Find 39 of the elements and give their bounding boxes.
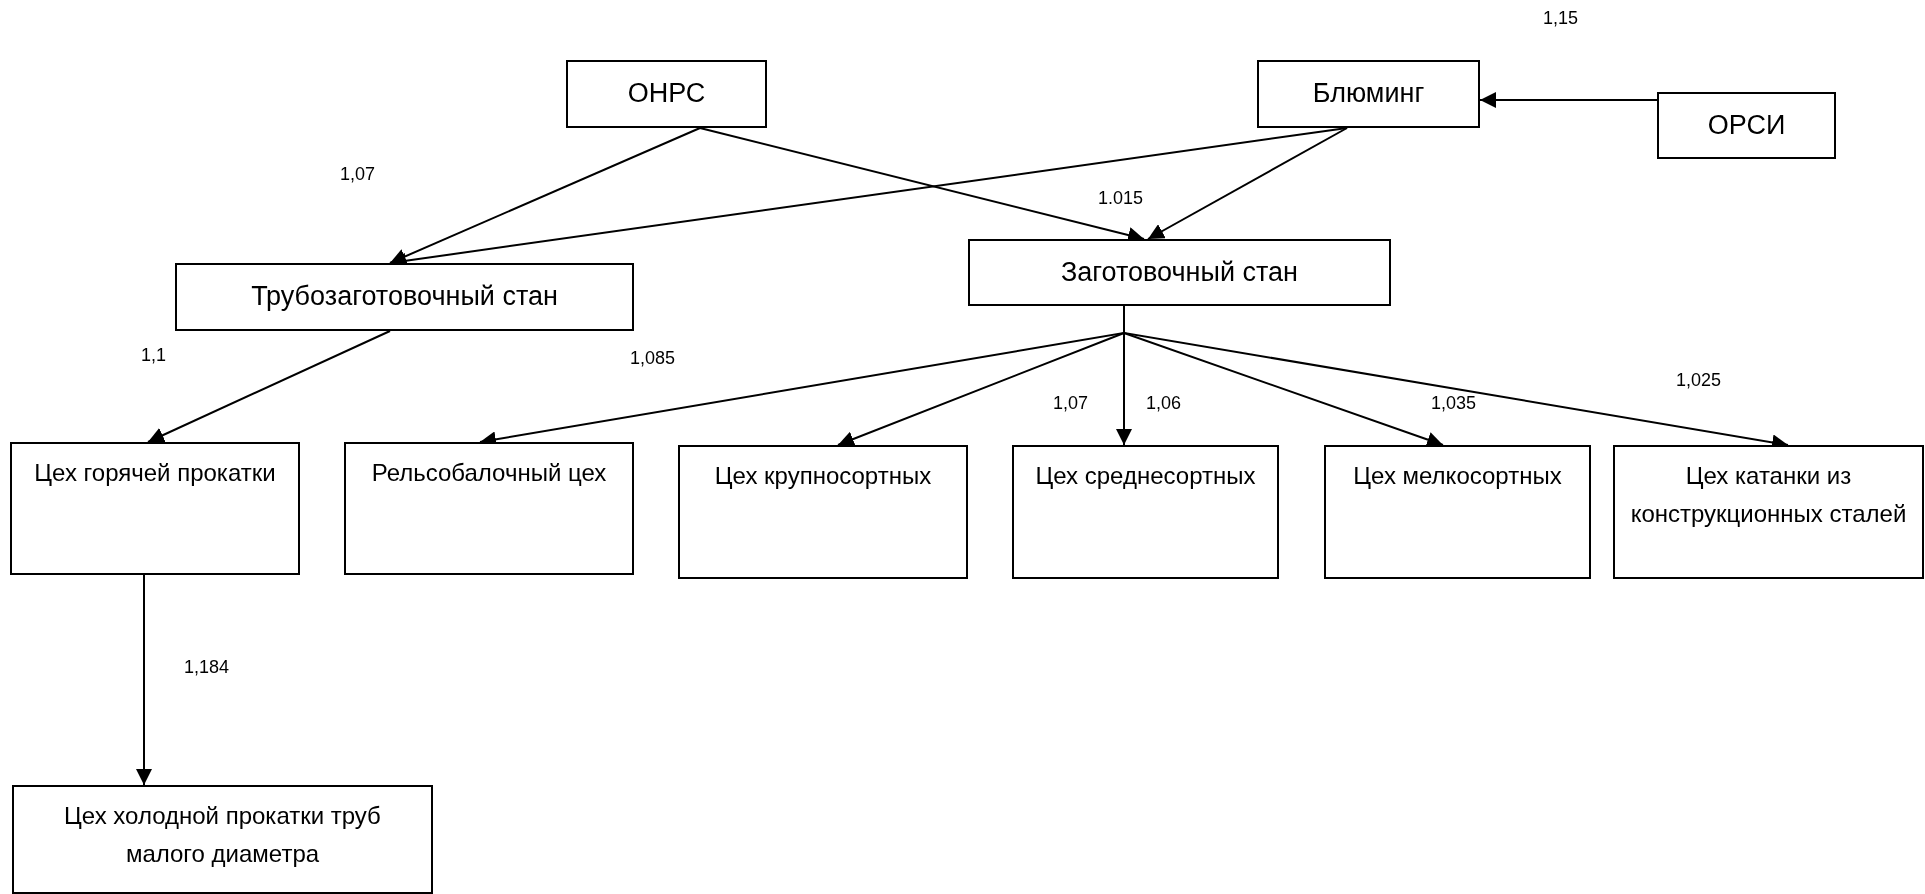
arrow: [136, 574, 152, 786]
node-label: Цех катанки из конструкционных сталей: [1629, 461, 1908, 530]
process-box: [1012, 445, 1279, 579]
coefficient-label: 1,035: [1431, 393, 1477, 414]
arrow: [389, 127, 701, 264]
node-label: Заготовочный стан: [1061, 255, 1298, 289]
node-label: Рельсобалочный цех: [371, 458, 607, 488]
process-box: [10, 442, 300, 575]
coefficient-label: 1,07: [340, 164, 376, 185]
node-label: Цех среднесортных: [1035, 461, 1256, 491]
coefficient-label: 1,085: [630, 348, 676, 369]
process-box: [1257, 60, 1480, 128]
arrow: [1147, 127, 1348, 240]
node-label: Цех холодной прокатки труб малого диаметра: [63, 801, 382, 870]
node-label: Цех горячей прокатки: [34, 458, 276, 488]
arrow: [147, 330, 391, 443]
process-box: [175, 263, 634, 331]
process-box: [678, 445, 968, 579]
coefficient-label: 1,1: [141, 345, 167, 366]
coefficient-label: 1,025: [1676, 370, 1722, 391]
process-box: [1613, 445, 1924, 579]
node-label: Блюминг: [1312, 77, 1425, 111]
process-box: [1657, 92, 1836, 159]
coefficient-label: 1,07: [1053, 393, 1089, 414]
process-box: [12, 785, 433, 894]
coefficient-label: 1,184: [184, 657, 230, 678]
process-box: [968, 239, 1391, 306]
arrow: [1479, 92, 1658, 108]
process-box: [1324, 445, 1591, 579]
coefficient-label: 1,15: [1543, 8, 1579, 29]
node-label: Трубозаготовочный стан: [251, 280, 558, 314]
process-box: [344, 442, 634, 575]
coefficient-label: 1,06: [1146, 393, 1182, 414]
node-label: Цех крупносортных: [714, 461, 932, 491]
process-box: [566, 60, 767, 128]
coefficient-label: 1.015: [1098, 188, 1144, 209]
node-label: Цех мелкосортных: [1353, 461, 1562, 491]
node-label: ОРСИ: [1707, 108, 1786, 142]
node-label: ОНРС: [627, 77, 706, 111]
